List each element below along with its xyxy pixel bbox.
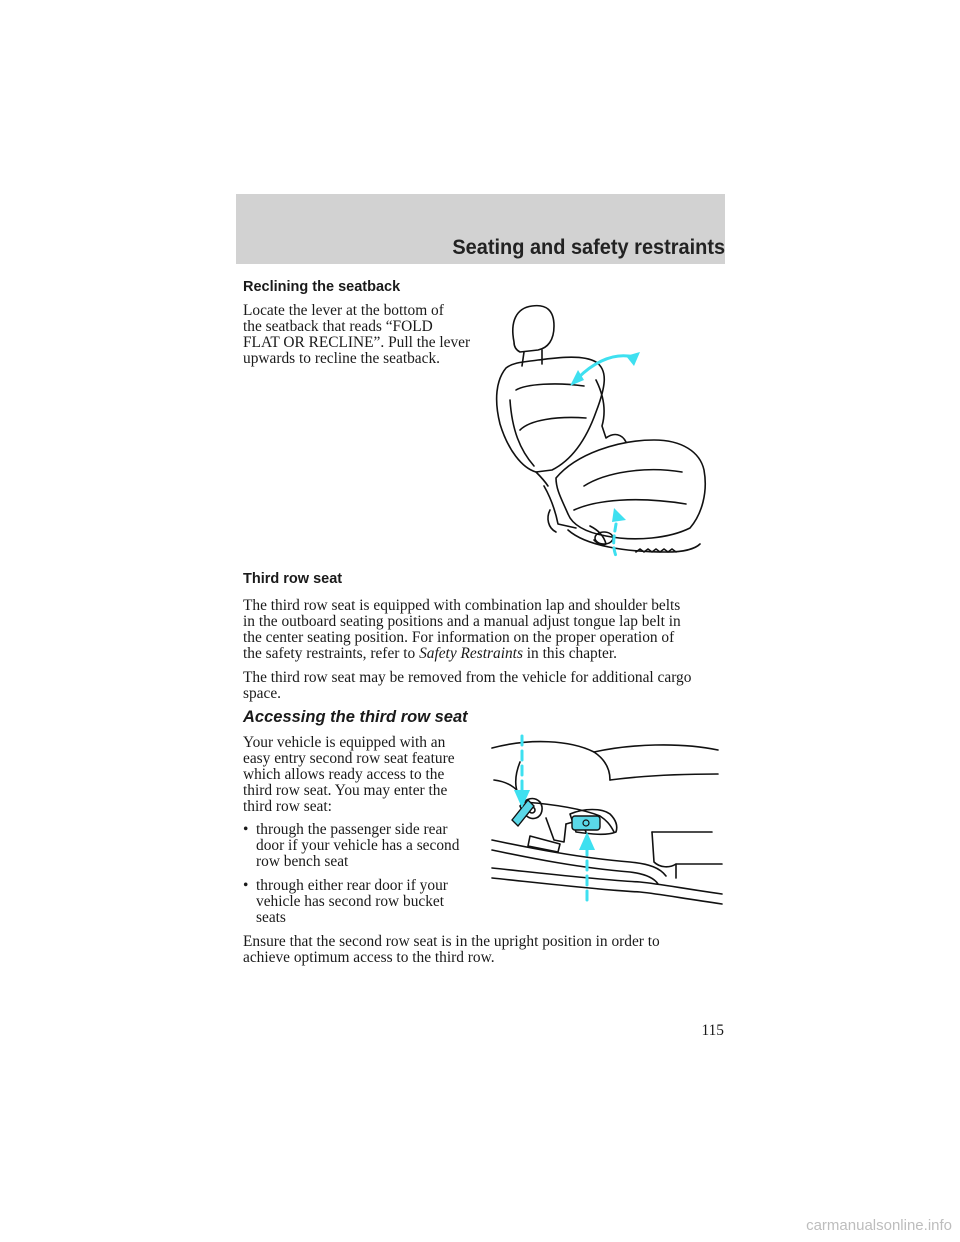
third-row-para1-line-2: in the outboard seating positions and a … — [243, 613, 681, 630]
accessing-intro-line-4: third row seat. You may enter the — [243, 782, 448, 799]
bullet-line: through the passenger side rear — [256, 821, 448, 838]
bullet-line: vehicle has second row bucket — [256, 893, 445, 910]
third-row-para1-line-4: the safety restraints, refer to Safety R… — [243, 646, 617, 662]
accessing-intro-line-3: which allows ready access to the — [243, 766, 445, 783]
third-row-para1-suffix: in this chapter. — [522, 645, 617, 662]
section-heading-third-row: Third row seat — [243, 571, 343, 587]
safety-restraints-reference: Safety Restraints — [419, 645, 523, 662]
reclining-line-1: Locate the lever at the bottom of — [243, 302, 444, 319]
watermark: carmanualsonline.info — [806, 1217, 952, 1234]
section-heading-accessing: Accessing the third row seat — [243, 708, 468, 726]
third-row-para1-line-3: the center seating position. For informa… — [243, 629, 675, 646]
third-row-para2-line-2: space. — [243, 685, 282, 702]
page-number: 115 — [701, 1022, 724, 1039]
accessing-intro-line-5: third row seat: — [243, 798, 332, 815]
bullet-line: row bench seat — [256, 853, 349, 870]
chapter-header-band: Seating and safety restraints — [236, 194, 725, 264]
seat-lever-illustration — [491, 734, 723, 905]
seat-recline-illustration — [495, 304, 706, 558]
accessing-intro-line-1: Your vehicle is equipped with an — [243, 734, 446, 751]
third-row-para2-line-1: The third row seat may be removed from t… — [243, 669, 692, 686]
reclining-line-4: upwards to recline the seatback. — [243, 350, 441, 367]
accessing-closing-line-1: Ensure that the second row seat is in th… — [243, 933, 660, 950]
accessing-closing-line-2: achieve optimum access to the third row. — [243, 949, 495, 966]
section-heading-reclining: Reclining the seatback — [243, 279, 401, 295]
bullet-dot: • — [243, 821, 249, 838]
reclining-line-3: FLAT OR RECLINE”. Pull the lever — [243, 334, 471, 351]
third-row-para1-line-1: The third row seat is equipped with comb… — [243, 597, 681, 614]
reclining-line-2: the seatback that reads “FOLD — [243, 318, 433, 335]
bullet-dot: • — [243, 877, 249, 894]
accessing-intro-line-2: easy entry second row seat feature — [243, 750, 455, 767]
bullet-line: seats — [256, 909, 286, 926]
chapter-title: Seating and safety restraints — [452, 236, 725, 259]
bullet-line: door if your vehicle has a second — [256, 837, 460, 854]
third-row-para1-prefix: the safety restraints, refer to — [243, 645, 420, 662]
bullet-line: through either rear door if your — [256, 877, 448, 894]
